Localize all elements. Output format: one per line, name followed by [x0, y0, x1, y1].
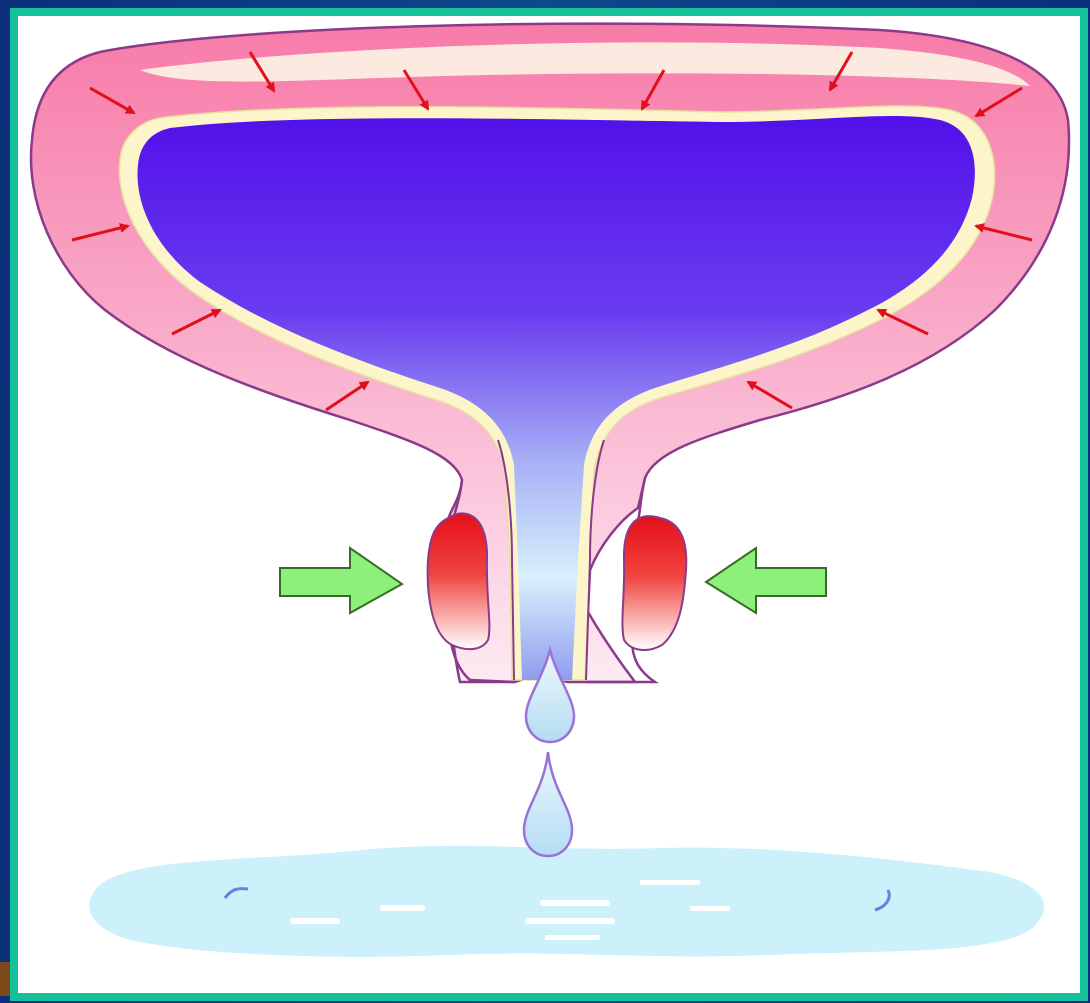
block-arrow-icon	[280, 548, 402, 613]
diagram-panel	[10, 8, 1088, 1001]
urine-lumen	[138, 116, 975, 680]
droplet-icon	[524, 752, 572, 856]
block-arrow-icon	[706, 548, 826, 613]
sphincter-right	[622, 516, 686, 650]
bladder-diagram	[18, 16, 1080, 993]
urine-puddle	[89, 846, 1044, 957]
sphincter-left	[428, 513, 490, 649]
corner-mark	[0, 962, 10, 996]
